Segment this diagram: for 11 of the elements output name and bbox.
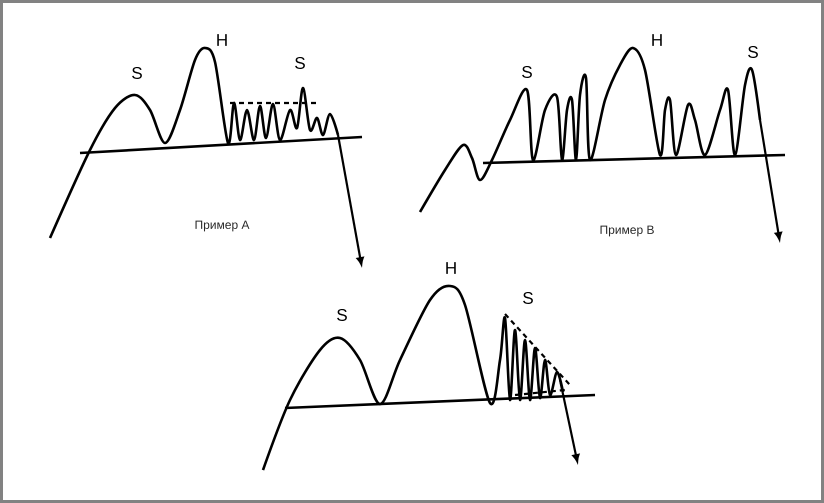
- peak-label: S: [748, 46, 758, 58]
- peak-label: H: [652, 34, 662, 46]
- example-caption: Пример B: [600, 226, 654, 236]
- peak-label: S: [132, 66, 142, 80]
- peak-label: S: [295, 56, 305, 70]
- peak-label: H: [446, 262, 456, 274]
- example-caption: Пример A: [196, 220, 250, 232]
- peak-label: S: [522, 66, 532, 78]
- peak-label: S: [337, 308, 347, 322]
- peak-label: H: [217, 34, 227, 46]
- peak-label: S: [523, 292, 533, 304]
